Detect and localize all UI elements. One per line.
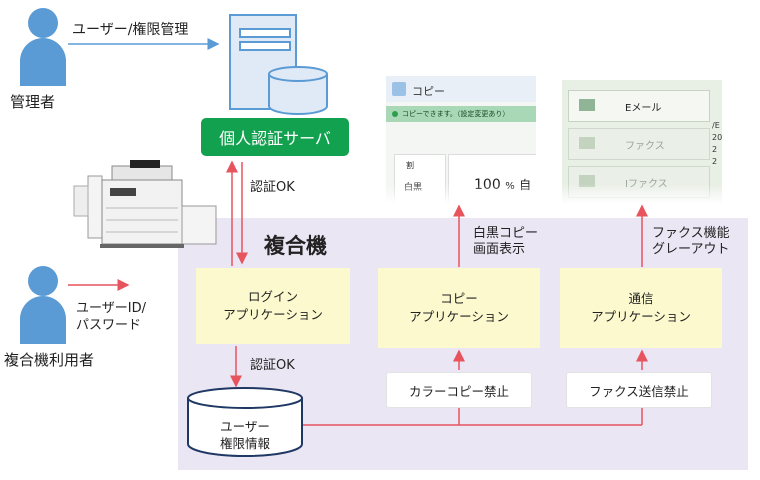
copy-screen-status: コピーできます。（設定変更あり） — [402, 110, 510, 118]
fax-edge-char-2: 20 — [712, 133, 722, 142]
admin-label: 管理者 — [10, 93, 56, 111]
user-db-database-icon — [187, 387, 303, 457]
email-icon — [579, 99, 595, 111]
copy-screen-thumbnail: コピー コピーできます。（設定変更あり） 割 白黒 100 % 自 — [386, 76, 536, 204]
user-person-icon — [20, 266, 66, 344]
fax-edge-char-1: /E — [712, 121, 720, 130]
copy-screen-icon — [392, 82, 406, 96]
copy-effect-line-1: 白黒コピー — [473, 226, 539, 241]
fax-effect-label: ファクス機能 グレーアウト — [652, 226, 730, 258]
user-credentials-label: ユーザーID/ パスワード — [76, 300, 146, 334]
fax-icon — [579, 137, 595, 149]
server-icon — [229, 14, 329, 115]
credentials-line-2: パスワード — [76, 318, 142, 333]
server-database-icon — [268, 66, 328, 115]
fax-item-fax-label: ファクス — [625, 141, 665, 152]
credentials-line-1: ユーザーID/ — [76, 301, 146, 316]
login-app-line-2: アプリケーション — [223, 307, 323, 322]
user-label: 複合機利用者 — [4, 351, 95, 369]
fax-item-email: Eメール — [568, 90, 710, 122]
status-dot-icon — [392, 111, 398, 117]
auth-ok-top-label: 認証OK — [250, 180, 295, 195]
copy-effect-label: 白黒コピー 画面表示 — [473, 226, 538, 258]
auth-server-label: 個人認証サーバ — [201, 118, 349, 156]
color-copy-ban-box: カラーコピー禁止 — [386, 372, 532, 408]
copy-app-line-2: アプリケーション — [409, 309, 509, 324]
fax-screen-edge-text: /E 20 2 2 — [712, 120, 722, 168]
user-db-label: ユーザー 権限情報 — [186, 418, 304, 452]
fax-send-ban-box: ファクス送信禁止 — [566, 372, 712, 408]
admin-person-icon — [20, 8, 66, 86]
copy-screen-mode-icon: 割 — [406, 161, 414, 170]
copy-effect-line-2: 画面表示 — [473, 242, 526, 257]
printer-icon — [70, 158, 220, 252]
admin-arrow-label: ユーザー/権限管理 — [72, 22, 189, 38]
fax-screen-thumbnail: Eメール ファクス Iファクス /E 20 2 2 — [562, 80, 722, 204]
copy-screen-title: コピー — [412, 85, 445, 98]
fax-item-email-label: Eメール — [625, 103, 662, 114]
fax-effect-line-2: グレーアウト — [652, 242, 730, 257]
login-app-box: ログイン アプリケーション — [196, 268, 350, 344]
mfp-panel-title: 複合機 — [264, 234, 327, 258]
copy-app-line-1: コピー — [440, 291, 478, 306]
auth-ok-bottom-label: 認証OK — [250, 358, 295, 373]
user-db-line-2: 権限情報 — [219, 436, 270, 451]
fax-edge-char-4: 2 — [712, 157, 718, 166]
login-app-line-1: ログイン — [247, 289, 298, 304]
comm-app-line-2: アプリケーション — [591, 309, 691, 324]
fax-item-fax: ファクス — [568, 128, 710, 160]
fax-edge-char-3: 2 — [712, 145, 718, 154]
user-db-line-1: ユーザー — [220, 419, 270, 434]
fax-effect-line-1: ファクス機能 — [652, 226, 730, 241]
comm-app-box: 通信 アプリケーション — [560, 268, 722, 348]
copy-app-box: コピー アプリケーション — [378, 268, 540, 348]
comm-app-line-1: 通信 — [628, 291, 654, 306]
